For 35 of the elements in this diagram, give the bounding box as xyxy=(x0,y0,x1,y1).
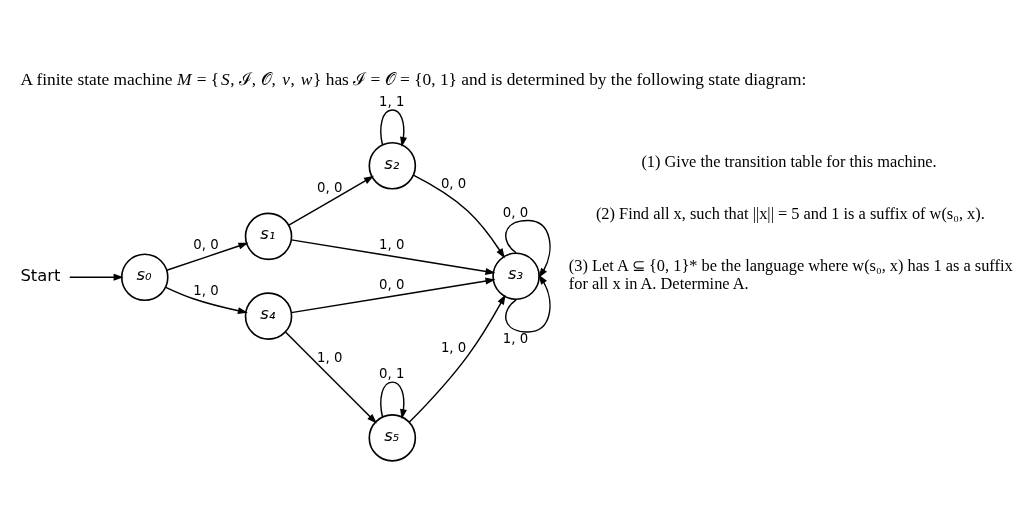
label: (3) Let A ⊆ {0, 1}* be the language where w(s₀, x) has 1 as a suffix for all x in A. Determine A. xyxy=(568,255,1013,294)
arrow xyxy=(412,174,505,259)
arrow xyxy=(380,109,407,148)
edge-label: 0, 0 xyxy=(379,276,405,292)
arrow xyxy=(165,286,248,315)
edge-label: 0, 0 xyxy=(502,204,529,220)
edge-label: 0, 0 xyxy=(440,175,467,191)
edge-label: 0, 1 xyxy=(379,366,405,382)
arrow xyxy=(290,239,496,275)
edge-label: 1, 0 xyxy=(440,340,467,356)
node-circle: s₀ xyxy=(120,253,169,302)
edge-label: 1, 0 xyxy=(193,283,219,299)
arrow xyxy=(505,219,551,279)
node-circle: s₂ xyxy=(368,141,417,190)
edge-label: 1, 0 xyxy=(379,237,405,253)
label: (2) Find all x, such that ||x|| = 5 and 1 is a suffix of w(s₀, x). xyxy=(595,203,985,223)
arrow xyxy=(166,242,249,271)
edge-label: 1, 0 xyxy=(502,330,529,346)
edge-label: 0, 0 xyxy=(317,179,343,195)
node-circle: s₄ xyxy=(244,292,293,340)
edge-label: 1, 0 xyxy=(317,349,343,365)
arrow xyxy=(69,273,124,281)
node-circle: s₃ xyxy=(492,252,540,301)
arrow xyxy=(408,294,506,423)
edge-label: 0, 0 xyxy=(193,237,219,253)
label: (1) Give the transition table for this machine. xyxy=(641,151,937,171)
arrow xyxy=(380,381,407,420)
arrow xyxy=(290,277,496,314)
arrow xyxy=(284,331,377,424)
arrow xyxy=(505,274,551,333)
node-text: Start xyxy=(20,266,61,286)
arrow xyxy=(288,175,374,226)
diagram-title: A finite state machine M = {S, ℐ, 𝒪, v, w} has ℐ = 𝒪 = {0, 1} and is determined by the following state diagram: xyxy=(20,70,807,90)
node-circle: s₁ xyxy=(244,212,293,261)
edge-label: 1, 1 xyxy=(379,94,405,110)
